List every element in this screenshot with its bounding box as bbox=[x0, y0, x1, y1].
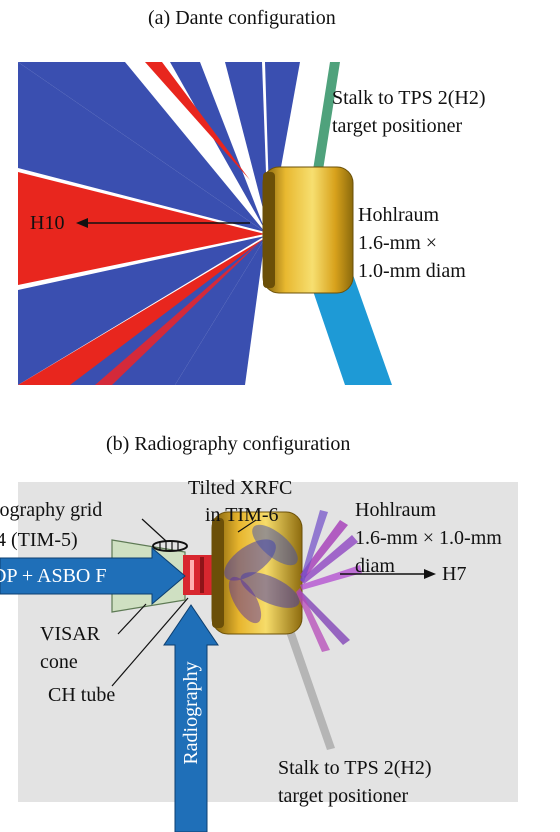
visar-label-1: VISAR bbox=[40, 623, 101, 645]
radiography-grid bbox=[152, 540, 188, 552]
dante-beam-cyan bbox=[312, 272, 392, 385]
visar-label-2: cone bbox=[40, 651, 78, 673]
purple-beam-6 bbox=[300, 510, 328, 582]
beam-arrow-left bbox=[0, 546, 186, 606]
drive-beam-blue-3 bbox=[18, 236, 265, 385]
stalk-gray bbox=[286, 630, 335, 750]
drive-beam-blue-2 bbox=[18, 62, 265, 232]
drive-beam-red-1 bbox=[18, 172, 265, 285]
panel-b-caption: (b) Radiography configuration bbox=[106, 433, 351, 455]
stalk-label-a-2: target positioner bbox=[332, 115, 463, 137]
ch-tube-stripe-2 bbox=[200, 557, 204, 593]
tim5-label: 4 (TIM-5) bbox=[0, 529, 78, 551]
purple-beam-1 bbox=[300, 520, 348, 578]
beam-lobe-3 bbox=[228, 576, 262, 624]
hohlraum-label-a-2: 1.6-mm × bbox=[358, 232, 438, 254]
stalk-label-a-1: Stalk to TPS 2(H2) bbox=[332, 87, 486, 109]
ch-tube-stripe-1 bbox=[190, 560, 194, 590]
beam-lobe-2 bbox=[240, 572, 300, 608]
grid-label: iography grid bbox=[0, 499, 103, 521]
radiography-label: Radiography bbox=[180, 661, 202, 765]
hohlraum-label-a-3: 1.0-mm diam bbox=[358, 260, 466, 282]
h10-label: H10 bbox=[30, 212, 65, 234]
beam-lobe-4 bbox=[252, 524, 298, 566]
ch-tube-leader bbox=[111, 597, 189, 687]
hohlraum-label-a-1: Hohlraum bbox=[358, 204, 440, 226]
stalk-green bbox=[313, 62, 340, 170]
stalk-label-b-2: target positioner bbox=[278, 785, 409, 807]
h10-arrow-head bbox=[76, 218, 88, 228]
purple-beam-2 bbox=[300, 535, 358, 584]
drive-beam-blue-7 bbox=[225, 62, 268, 228]
grid-leader bbox=[141, 518, 167, 542]
xrfc-label-1: Tilted XRFC bbox=[188, 477, 293, 499]
drive-beam-red-3 bbox=[145, 62, 250, 180]
drive-beam-blue-6 bbox=[170, 62, 265, 230]
stalk-label-b-1: Stalk to TPS 2(H2) bbox=[278, 757, 432, 779]
purple-beam-4 bbox=[297, 590, 350, 645]
radiography-arrow bbox=[163, 604, 219, 832]
hohlraum-label-b-1: Hohlraum bbox=[355, 499, 437, 521]
panel-a-caption: (a) Dante configuration bbox=[148, 7, 336, 29]
drive-beam-red-2 bbox=[18, 238, 265, 385]
hohlraum-label-b-2: 1.6-mm × 1.0-mm bbox=[355, 527, 502, 549]
hohlraum-label-b-3: diam bbox=[355, 555, 395, 577]
visar-leader bbox=[117, 603, 147, 635]
purple-beam-3 bbox=[300, 565, 362, 590]
xrfc-label-2: in TIM-6 bbox=[205, 504, 279, 526]
drive-beam-blue-5 bbox=[175, 238, 265, 385]
purple-beam-5 bbox=[296, 588, 330, 652]
ch-tube-label: CH tube bbox=[48, 684, 116, 706]
beam-label: DP + ASBO F bbox=[0, 565, 107, 587]
hohlraum-a-rim bbox=[263, 172, 275, 288]
xrfc-leader bbox=[237, 519, 257, 533]
hohlraum-b-rim bbox=[212, 518, 224, 628]
h7-arrow-head bbox=[424, 569, 436, 579]
drive-beam-red-4 bbox=[95, 240, 262, 385]
h7-label: H7 bbox=[442, 563, 467, 585]
